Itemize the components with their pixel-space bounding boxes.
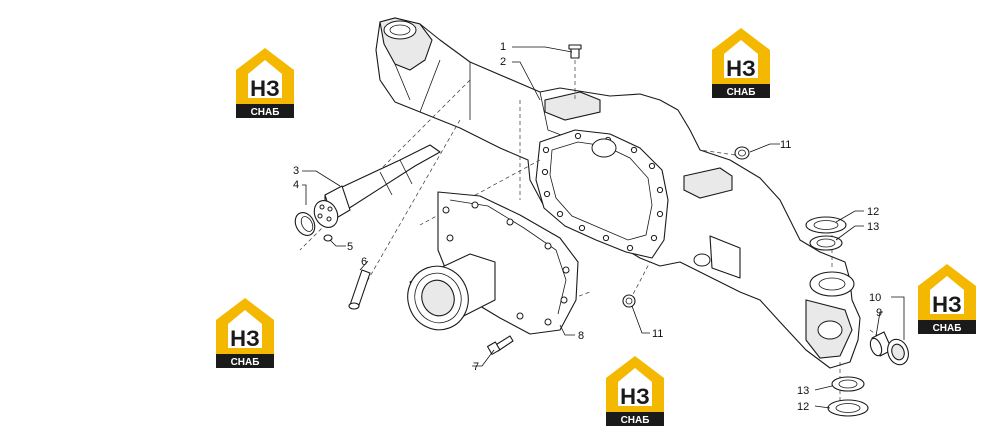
part-12-washer-upper [805,216,847,234]
callout-labels: 1 2 3 4 5 6 7 8 9 10 11 11 12 12 13 13 [293,41,882,413]
nz-snab-logo: НЗ СНАБ [606,356,664,426]
leader-lines [302,46,905,409]
logo-caption: СНАБ [251,107,280,118]
logo-letters: НЗ [620,384,650,409]
part-4-seal-ring [294,212,316,236]
part-10-seal [887,338,909,366]
part-8-trunnion-support [407,191,579,335]
callout-11-lower: 11 [652,328,663,340]
part-11-plug-upper [734,146,750,160]
part-6-dowel [348,269,371,310]
part-3-pivot-pin [313,144,441,228]
watermark-logos: НЗ СНАБ НЗ СНАБ НЗ СНАБ НЗ СНАБ НЗ СНАБ [216,28,976,426]
nz-snab-logo: НЗ СНАБ [216,298,274,368]
callout-12-lower: 12 [797,401,809,413]
callout-5: 5 [347,241,353,253]
logo-caption: СНАБ [231,357,260,368]
part-11-plug-lower [622,294,636,308]
callout-13-upper: 13 [867,221,879,233]
part-13-washer-upper [809,235,843,251]
callout-11-upper: 11 [780,139,791,151]
part-7-bolt [486,335,514,355]
callout-1: 1 [500,41,506,53]
logo-letters: НЗ [230,326,260,351]
callout-7: 7 [473,361,479,373]
logo-caption: СНАБ [933,323,962,334]
callout-4: 4 [293,179,299,191]
nz-snab-logo: НЗ СНАБ [918,264,976,334]
callout-10: 10 [869,292,881,304]
callout-9: 9 [876,307,882,319]
logo-letters: НЗ [932,292,962,317]
part-5-small-pin [323,234,333,242]
logo-letters: НЗ [726,56,756,81]
nz-snab-logo: НЗ СНАБ [712,28,770,98]
nz-snab-logo: НЗ СНАБ [236,48,294,118]
callout-12-upper: 12 [867,206,879,218]
part-13-washer-lower [831,376,865,392]
logo-caption: СНАБ [621,415,650,426]
callout-6: 6 [361,256,367,268]
logo-letters: НЗ [250,76,280,101]
part-1-plug [568,44,582,59]
callout-2: 2 [500,56,506,68]
axle-housing [375,17,861,369]
frame-bolt-holes [541,132,664,252]
logo-caption: СНАБ [727,87,756,98]
callout-13-lower: 13 [797,385,809,397]
part-12-washer-lower [827,399,869,417]
callout-3: 3 [293,165,299,177]
callout-8: 8 [578,330,584,342]
